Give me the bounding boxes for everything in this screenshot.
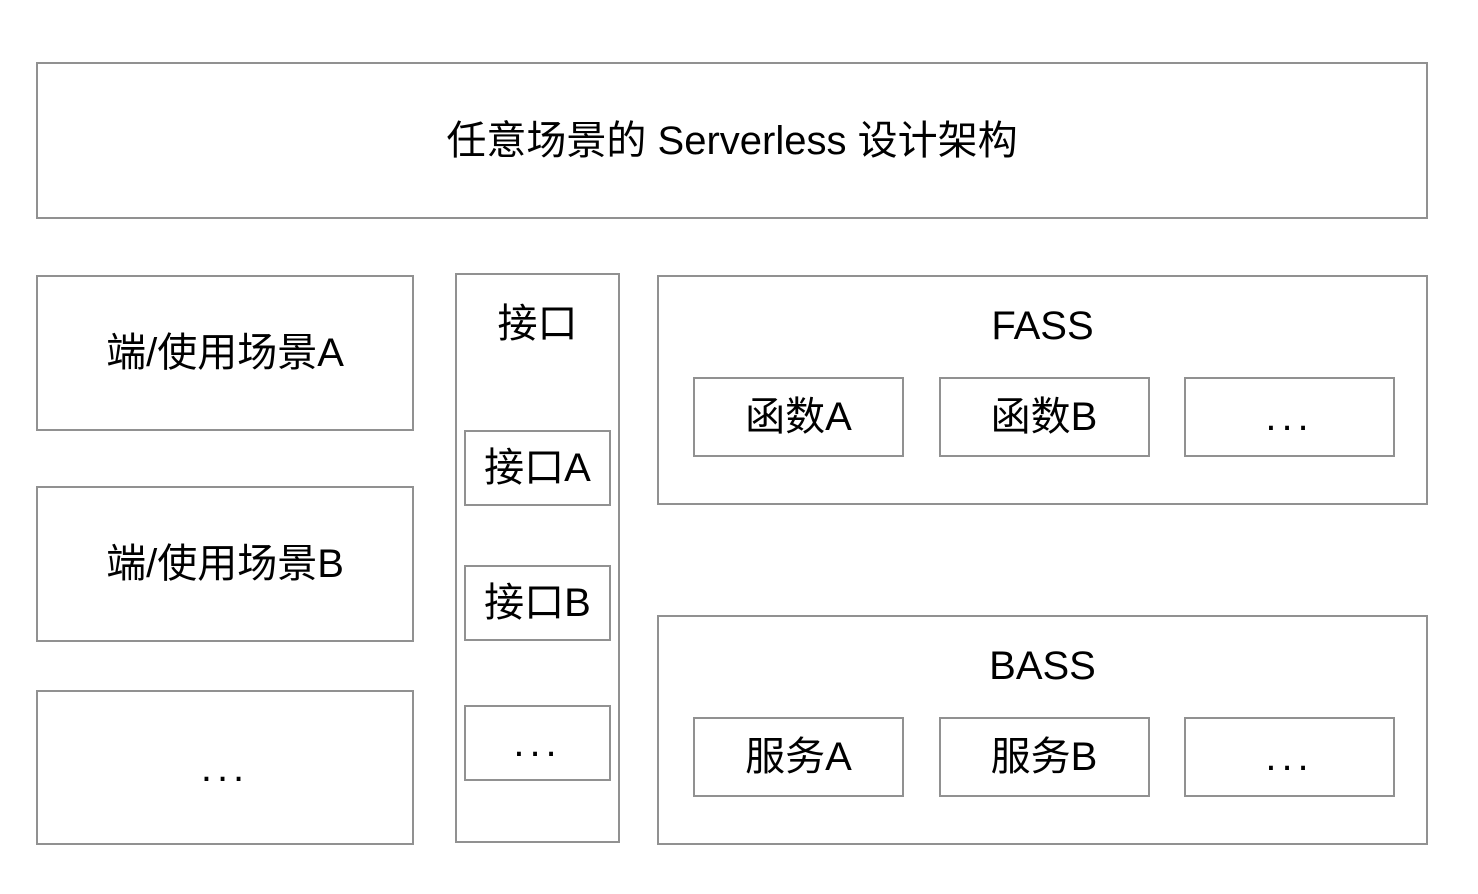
function-b-box: 函数B (938, 377, 1150, 457)
fass-items-row: 函数A 函数B ... (693, 377, 1395, 457)
service-more-box: ... (1184, 717, 1395, 797)
function-a-label: 函数A (745, 395, 852, 439)
interface-b-label: 接口B (484, 581, 591, 625)
interface-layer-title: 接口 (497, 302, 578, 346)
bass-layer-box: BASS 服务A 服务B ... (657, 615, 1428, 845)
interface-b-box: 接口B (464, 565, 611, 641)
architecture-title: 任意场景的 Serverless 设计架构 (446, 118, 1018, 163)
interface-a-box: 接口A (464, 430, 611, 506)
interface-more-box: ... (464, 705, 611, 781)
interface-more-label: ... (513, 721, 562, 765)
fass-layer-box: FASS 函数A 函数B ... (657, 275, 1428, 505)
client-scenario-b-label: 端/使用场景B (106, 542, 344, 586)
client-scenario-more-label: ... (200, 745, 250, 790)
function-a-box: 函数A (693, 377, 904, 457)
interface-layer-box: 接口 接口A 接口B ... (455, 273, 620, 843)
architecture-title-box: 任意场景的 Serverless 设计架构 (36, 62, 1428, 219)
service-more-label: ... (1265, 735, 1314, 779)
bass-items-row: 服务A 服务B ... (693, 717, 1395, 797)
service-b-box: 服务B (938, 717, 1150, 797)
client-scenario-more-box: ... (36, 690, 414, 845)
fass-layer-title: FASS (991, 304, 1094, 348)
interface-a-label: 接口A (484, 446, 591, 490)
bass-layer-title: BASS (989, 644, 1096, 688)
service-a-label: 服务A (745, 735, 852, 779)
function-b-label: 函数B (990, 395, 1098, 439)
function-more-label: ... (1265, 395, 1314, 439)
client-scenario-a-label: 端/使用场景A (106, 331, 344, 375)
function-more-box: ... (1184, 377, 1395, 457)
service-a-box: 服务A (693, 717, 904, 797)
client-scenario-a-box: 端/使用场景A (36, 275, 414, 431)
service-b-label: 服务B (990, 735, 1098, 779)
client-scenario-b-box: 端/使用场景B (36, 486, 414, 642)
